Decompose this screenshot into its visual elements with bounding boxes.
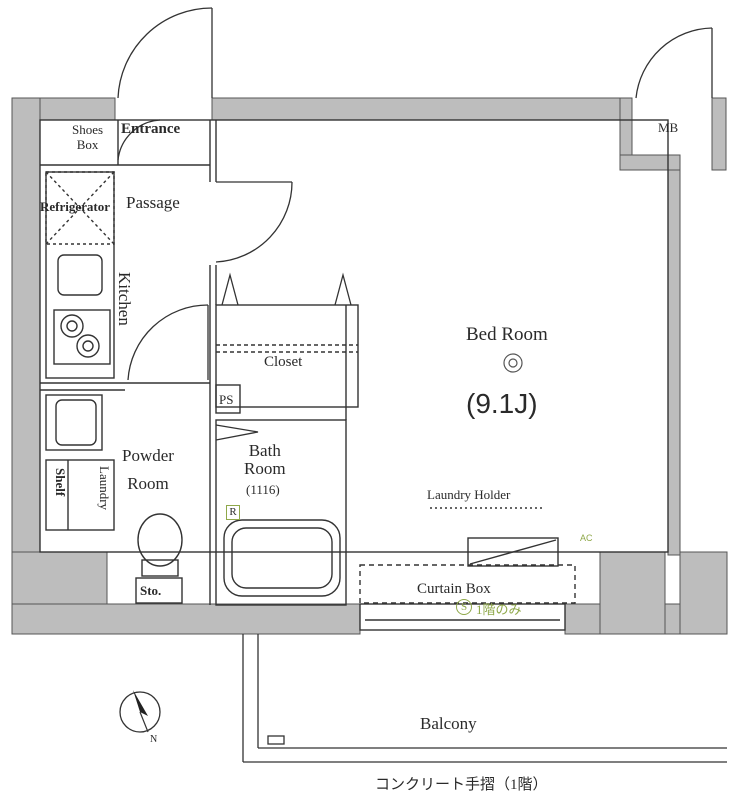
bed-room-size-label: (9.1J) [466, 388, 538, 419]
first-floor-only-label: 1階のみ [476, 602, 522, 617]
storage-label: Sto. [140, 583, 162, 598]
mb-label: MB [658, 120, 679, 135]
interior-lines [39, 119, 669, 631]
footer-note: コンクリート手摺（1階） [375, 777, 548, 793]
bed-room-label: Bed Room [466, 324, 548, 345]
laundry-label: Laundry [97, 466, 112, 511]
kitchen-label: Kitchen [115, 272, 134, 326]
balcony-label: Balcony [420, 714, 477, 733]
exterior-walls [11, 97, 728, 635]
stove-burners [53, 309, 111, 365]
balcony-outline [242, 634, 727, 763]
bath-room-label: Bath Room [244, 441, 286, 478]
entrance-label: Entrance [121, 121, 181, 137]
ps-label: PS [219, 392, 234, 407]
curtain-box-label: Curtain Box [417, 581, 491, 597]
s-mark-label: S [456, 599, 472, 615]
r-mark-label: R [226, 505, 240, 520]
door-swings [117, 7, 713, 441]
north-arrow-icon [119, 690, 161, 733]
refrigerator-label: Refrigerator [40, 199, 111, 214]
ac-label: AC [580, 533, 593, 543]
powder-room-label: Powder Room [122, 446, 174, 493]
bath-size-label: (1116) [246, 482, 280, 497]
laundry-holder-label: Laundry Holder [427, 487, 511, 502]
passage-label: Passage [126, 193, 180, 212]
ceiling-light-icon [503, 353, 523, 373]
closet-label: Closet [264, 354, 303, 370]
shelf-label: Shelf [53, 468, 68, 497]
shoes-box-label: Shoes Box [72, 122, 104, 152]
north-label: N [150, 734, 158, 745]
